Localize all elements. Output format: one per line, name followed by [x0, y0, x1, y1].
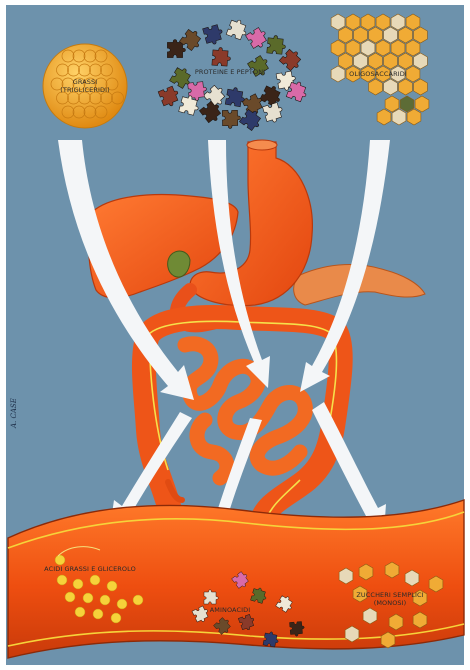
- blood-vessel: ACIDI GRASSI E GLICEROLO AMINOACIDI ZUCC…: [8, 500, 464, 658]
- fats-label: GRASSI: [73, 78, 98, 86]
- simple-sugars-sub-label: (MONOSI): [374, 599, 407, 607]
- simple-sugars-label: ZUCCHERI SEMPLICI: [356, 591, 423, 599]
- amino-acids-label: AMINOACIDI: [210, 606, 251, 614]
- oligo-label: OLIGOSACCARIDI: [349, 70, 407, 78]
- fats-sub-label: (TRIGLICERIDI): [60, 86, 109, 94]
- fatty-acids-label: ACIDI GRASSI E GLICEROLO: [44, 565, 136, 573]
- proteins-label: PROTEINE E PEPTONI: [195, 68, 265, 76]
- artist-signature: A. CASE: [10, 398, 18, 429]
- fat-ball-icon: GRASSI (TRIGLICERIDI): [43, 44, 127, 128]
